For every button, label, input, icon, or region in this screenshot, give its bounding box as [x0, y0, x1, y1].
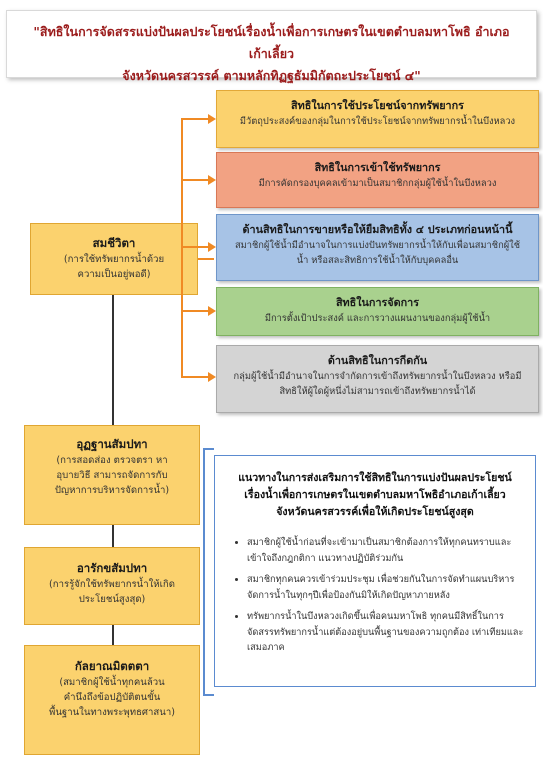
right-box-management: สิทธิในการจัดการ มีการตั้งเป้าประสงค์ แล…	[216, 287, 539, 336]
right-box-heading: ด้านสิทธิในการกีดกัน	[327, 354, 428, 367]
panel-bracket	[203, 448, 205, 696]
panel-title-line: แนวทางในการส่งเสริมการใช้สิทธิในการแบ่งป…	[238, 472, 512, 484]
branch-line-3	[181, 246, 209, 248]
arrow-2	[208, 175, 216, 185]
branch-line-5	[181, 376, 209, 378]
concept-box-somchivita: สมชีวิตา (การใช้ทรัพยากรน้ำด้วย ความเป็น…	[30, 223, 198, 295]
concept-desc-line: อุบายวิธี สามารถจัดการกับ	[56, 470, 168, 481]
guideline-panel: แนวทางในการส่งเสริมการใช้สิทธิในการแบ่งป…	[214, 455, 536, 687]
concept-box-arakkha: อารักขสัมปทา (การรู้จักใช้ทรัพยากรน้ำให้…	[24, 547, 200, 625]
spine-connector-3	[112, 625, 114, 645]
spine-connector	[112, 295, 114, 425]
panel-title-line: เรื่องน้ำเพื่อการเกษตรในเขตตำบลมหาโพธิอำ…	[244, 489, 506, 501]
concept-heading: กัลยาณมิตตตา	[74, 659, 150, 673]
guideline-item: สมาชิกผู้ใช้น้ำก่อนที่จะเข้ามาเป็นสมาชิก…	[247, 535, 525, 566]
concept-desc-line: (การใช้ทรัพยากรน้ำด้วย	[63, 254, 165, 265]
guideline-list: สมาชิกผู้ใช้น้ำก่อนที่จะเข้ามาเป็นสมาชิก…	[225, 535, 525, 656]
right-box-desc: มีการคัดกรองบุคคลเข้ามาเป็นสมาชิกกลุ่มผู…	[258, 178, 497, 189]
right-box-heading: สิทธิในการเข้าใช้ทรัพยากร	[314, 161, 441, 174]
panel-bracket-bottom	[203, 694, 214, 696]
right-box-access: สิทธิในการเข้าใช้ทรัพยากร มีการคัดกรองบุ…	[216, 152, 539, 208]
concept-desc-line: ประโยชน์สูงสุด)	[78, 594, 146, 605]
concept-desc-line: ความเป็นอยู่พอดี)	[77, 269, 151, 280]
concept-box-utthana: อุฏฐานสัมปทา (การสอดส่อง ตรวจตรา หา อุบา…	[24, 425, 200, 525]
guideline-item: ทรัพยากรน้ำในบึงหลวงเกิดขึ้นเพื่อคนมหาโพ…	[247, 609, 525, 656]
right-box-desc: มีการตั้งเป้าประสงค์ และการวางแผนงานของก…	[264, 313, 491, 324]
panel-title-line: จังหวัดนครสวรรค์เพื่อให้เกิดประโยชน์สูงส…	[276, 506, 474, 518]
right-box-resource-use: สิทธิในการใช้ประโยชน์จากทรัพยากร มีวัตถุ…	[216, 90, 539, 148]
branch-connector	[198, 258, 214, 260]
branch-trunk	[181, 118, 183, 378]
concept-heading: อุฏฐานสัมปทา	[76, 437, 148, 451]
right-box-heading: ด้านสิทธิในการขายหรือให้ยืมสิทธิทั้ง ๔ ป…	[242, 223, 513, 236]
right-box-heading: สิทธิในการจัดการ	[335, 296, 420, 309]
arrow-1	[208, 114, 216, 124]
right-box-desc: น้ำ หรือสละสิทธิการใช้น้ำให้กับบุคคลอื่น	[296, 255, 459, 266]
concept-heading: สมชีวิตา	[92, 236, 136, 250]
title-line-1: "สิทธิในการจัดสรรแบ่งปันผลประโยชน์เรื่อง…	[33, 24, 510, 61]
right-box-transfer: ด้านสิทธิในการขายหรือให้ยืมสิทธิทั้ง ๔ ป…	[216, 214, 539, 281]
branch-line-4	[181, 310, 209, 312]
right-box-exclusion: ด้านสิทธิในการกีดกัน กลุ่มผู้ใช้น้ำมีอำน…	[216, 345, 539, 413]
panel-bracket-top	[203, 448, 214, 450]
concept-desc-line: (สมาชิกผู้ใช้น้ำทุกคนล้วน	[59, 677, 165, 688]
right-box-desc: สมาชิกผู้ใช้น้ำมีอำนาจในการแบ่งปันทรัพยา…	[234, 240, 521, 251]
concept-desc-line: คำนึงถึงข้อปฏิบัติตนขั้น	[63, 692, 161, 703]
right-box-heading: สิทธิในการใช้ประโยชน์จากทรัพยากร	[291, 99, 464, 112]
concept-desc-line: ปัญหาการบริหารจัดการน้ำ)	[54, 485, 170, 496]
concept-heading: อารักขสัมปทา	[76, 561, 148, 575]
concept-desc-line: (การรู้จักใช้ทรัพยากรน้ำให้เกิด	[49, 579, 175, 590]
branch-line-1	[181, 118, 209, 120]
arrow-5	[208, 372, 216, 382]
guideline-item: สมาชิกทุกคนควรเข้าร่วมประชุม เพื่อช่วยกั…	[247, 572, 525, 603]
arrow-4	[208, 306, 216, 316]
arrow-3	[208, 242, 216, 252]
title-line-2: จังหวัดนครสวรรค์ ตามหลักทิฏฐธัมมิกัตถะปร…	[122, 68, 421, 83]
spine-connector-2	[112, 525, 114, 547]
right-box-desc: สิทธิให้ผู้ใดผู้หนึ่งไม่สามารถเข้าถึงทรั…	[279, 386, 476, 397]
right-box-desc: มีวัตถุประสงค์ของกลุ่มในการใช้ประโยชน์จา…	[239, 116, 516, 127]
concept-desc-line: พื้นฐานในทางพระพุทธศาสนา)	[49, 707, 175, 718]
diagram-title: "สิทธิในการจัดสรรแบ่งปันผลประโยชน์เรื่อง…	[6, 10, 537, 83]
concept-desc-line: (การสอดส่อง ตรวจตรา หา	[56, 455, 168, 466]
right-box-desc: กลุ่มผู้ใช้น้ำมีอำนาจในการจำกัดการเข้าถึ…	[233, 371, 522, 382]
concept-box-kalyanamitta: กัลยาณมิตตตา (สมาชิกผู้ใช้น้ำทุกคนล้วน ค…	[24, 645, 200, 755]
branch-line-2	[181, 179, 209, 181]
